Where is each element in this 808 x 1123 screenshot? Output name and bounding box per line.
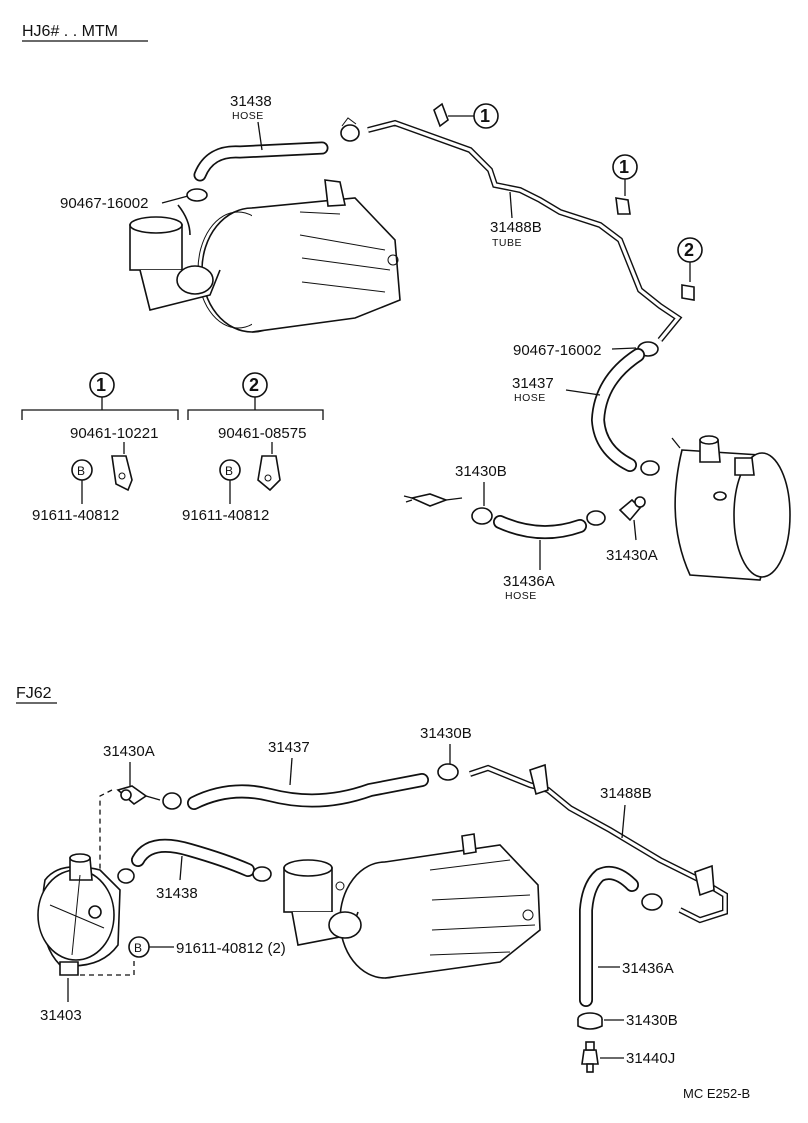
hose-31436a-bottom [579,866,639,1007]
clamp-top-right-tank [640,460,660,476]
label-tube-31488b-top: 31488B [490,219,542,236]
label-hose-sub-31438-top: HOSE [232,110,264,122]
kit-group-2: 2 90461-08575 B 91611-40812 [182,372,324,524]
label-hose-sub-31437-top: HOSE [514,392,546,404]
clamp-top-left [340,117,360,142]
tube-31488b-bottom [469,763,728,924]
label-hose-31437-bottom: 31437 [268,739,310,756]
label-hose-31437-top: 31437 [512,375,554,392]
hose-31437-top [590,348,645,472]
svg-text:1: 1 [619,157,629,177]
label-hose-31436a-bottom: 31436A [622,960,674,977]
label-tank-31403-bottom: 31403 [40,1007,82,1024]
callout-2-a: 2 [677,237,703,301]
fitting-top-left [403,493,463,507]
clamp-31430b-bottom-top [437,763,459,781]
label-kit-2-bolt: 91611-40812 [182,507,269,524]
label-hose-sub-31436a-top: HOSE [505,590,537,602]
svg-text:B: B [225,464,233,478]
label-hose-31438-top: 31438 [230,93,272,110]
clamp-31436a-right [586,510,606,526]
label-check-valve-31430a-top: 31430A [606,547,658,564]
hose-31438-bottom [131,838,255,877]
callout-1-a: 1 [433,102,499,129]
check-valve-31430a-bottom [116,785,161,806]
label-tube-31488b-bottom: 31488B [600,785,652,802]
vacuum-tank-31403-bottom [37,853,121,976]
hose-31437-bottom [187,773,429,810]
tube-31488b-top [367,119,683,342]
label-tube-sub-31488b-top: TUBE [492,237,522,249]
clamp-bottom-31438-left [117,868,135,884]
label-hose-31436a-top: 31436A [503,573,555,590]
label-clamp-90467-left: 90467-16002 [60,195,148,212]
brake-booster-top [129,179,401,333]
svg-text:B: B [77,464,85,478]
label-clamp-31430b-top: 31430B [455,463,507,480]
svg-text:1: 1 [480,106,490,126]
section-header-hj6: HJ6# . . MTM [22,23,118,40]
callout-1-b: 1 [612,154,638,215]
kit-group-1: 1 90461-10221 B 91611-40812 [21,372,179,524]
check-valve-31430a-top [618,496,646,522]
label-clamp-31430b-bottom-top: 31430B [420,725,472,742]
label-hose-31438-bottom: 31438 [156,885,198,902]
clamp-31430b-bottom-bottom [577,1012,603,1030]
clamp-90467-upper-left [186,188,208,202]
svg-text:B: B [134,941,142,955]
clamp-bottom-31438-right [252,866,272,882]
clamp-31430b-top [471,507,493,525]
label-kit-1-bolt: 91611-40812 [32,507,119,524]
bolt-b-bottom: B [128,936,150,958]
valve-31440j [581,1041,599,1073]
hose-31438-top [193,141,329,182]
label-clamp-31430b-bottom-bottom: 31430B [626,1012,678,1029]
label-valve-31440j: 31440J [626,1050,675,1067]
bracket-clip-2-icon [257,455,281,492]
label-clamp-90467-right: 90467-16002 [513,342,601,359]
svg-text:1: 1 [96,375,106,395]
svg-text:2: 2 [249,375,259,395]
clamp-bottom-31437-left [162,792,182,810]
label-kit-1-bracket: 90461-10221 [70,425,158,442]
section-header-fj62: FJ62 [16,685,52,702]
label-check-valve-31430a-bottom: 31430A [103,743,155,760]
label-bolt-bottom: 91611-40812 (2) [176,940,286,957]
brake-booster-bottom [283,833,541,979]
footer-code: MC E252-B [683,1086,750,1101]
svg-text:2: 2 [684,240,694,260]
hose-31436a-top [493,515,587,540]
vacuum-tank-top [671,435,791,581]
label-kit-2-bracket: 90461-08575 [218,425,306,442]
clamp-bottom-31436a-top [641,893,663,911]
